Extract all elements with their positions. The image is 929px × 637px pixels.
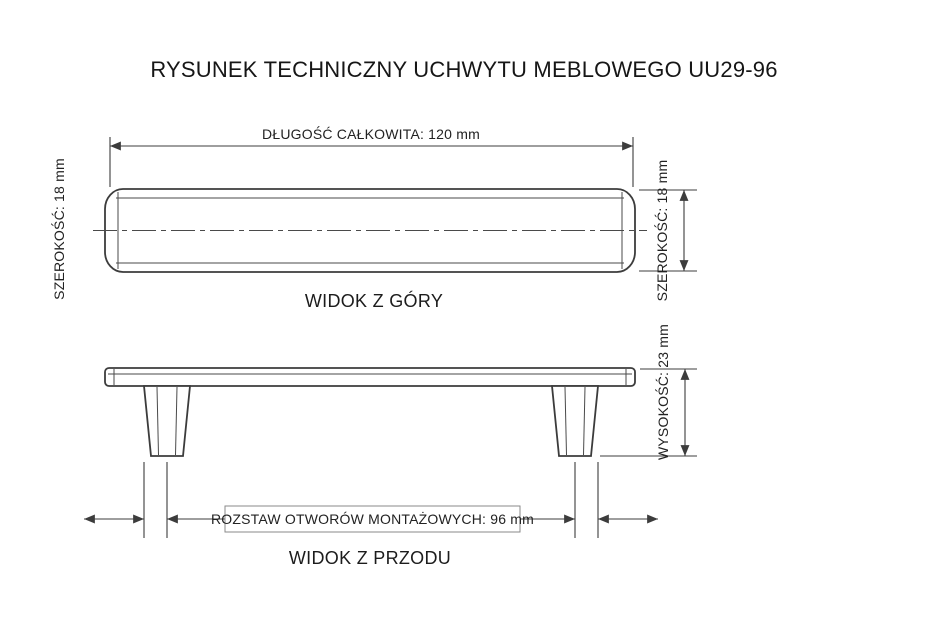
handle-outline-top-view (93, 188, 647, 273)
height-dimension: WYSOKOŚĆ: 23 mm (600, 324, 697, 460)
width-dimension-label-left: SZEROKOŚĆ: 18 mm (50, 158, 67, 300)
handle-bar-outline (104, 367, 636, 387)
leg-outline (551, 385, 599, 457)
top-view-caption: WIDOK Z GÓRY (305, 290, 443, 311)
front-view: WYSOKOŚĆ: 23 mm ROZSTAW OTWORÓW MONTAŻOW… (84, 324, 697, 568)
width-dimension: SZEROKOŚĆ: 18 mm (639, 160, 697, 302)
height-dimension-label: WYSOKOŚĆ: 23 mm (654, 324, 671, 460)
leg-outline (143, 385, 191, 457)
length-dimension: DŁUGOŚĆ CAŁKOWITA: 120 mm (109, 125, 634, 187)
length-dimension-label: DŁUGOŚĆ CAŁKOWITA: 120 mm (262, 125, 480, 142)
handle-bar-front-view (104, 367, 636, 387)
drawing-title: RYSUNEK TECHNICZNY UCHWYTU MEBLOWEGO UU2… (150, 57, 777, 82)
leg-inner-edge (564, 386, 567, 456)
hole-spacing-dimension-label: ROZSTAW OTWORÓW MONTAŻOWYCH: 96 mm (211, 510, 534, 527)
dimension-label-box (224, 505, 521, 533)
mounting-leg-left (143, 385, 191, 457)
leg-inner-edge (583, 386, 586, 456)
mounting-leg-right (551, 385, 599, 457)
leg-inner-edge (156, 386, 159, 456)
width-dimension-label-right: SZEROKOŚĆ: 18 mm (653, 160, 670, 302)
top-view: DŁUGOŚĆ CAŁKOWITA: 120 mm SZEROKOŚĆ: 18 … (50, 125, 697, 311)
leg-inner-edge (175, 386, 178, 456)
front-view-caption: WIDOK Z PRZODU (289, 548, 451, 568)
hole-spacing-dimension: ROZSTAW OTWORÓW MONTAŻOWYCH: 96 mm (84, 462, 658, 538)
